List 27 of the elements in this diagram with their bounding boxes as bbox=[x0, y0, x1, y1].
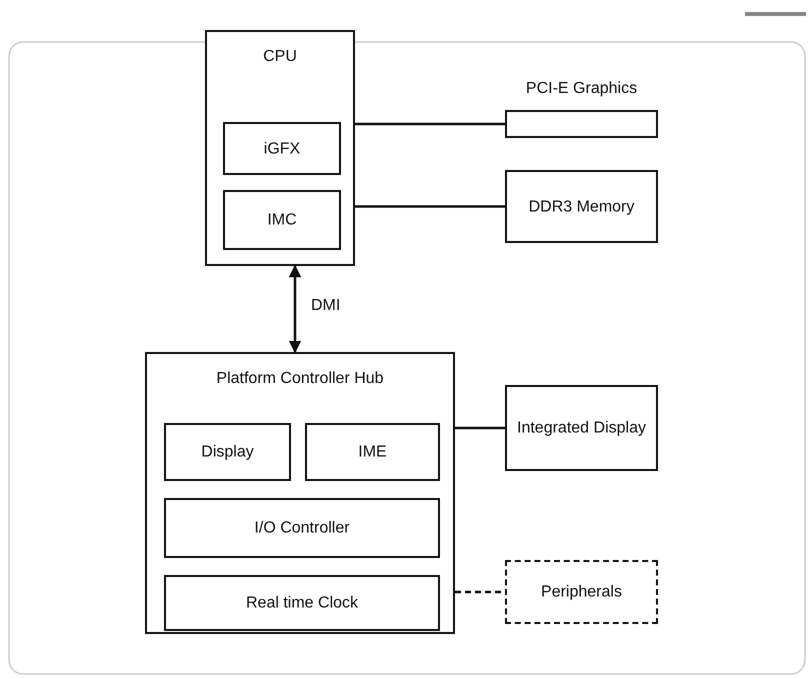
processor-box bbox=[205, 30, 355, 266]
component-box bbox=[505, 560, 658, 624]
controller-hub-box bbox=[145, 352, 455, 634]
component-box bbox=[164, 498, 440, 558]
connector-line bbox=[355, 205, 505, 208]
component-box bbox=[223, 122, 341, 175]
connector-line bbox=[455, 426, 505, 430]
box-label: IME bbox=[357, 442, 388, 462]
connector-line bbox=[355, 122, 505, 126]
box-label: Integrated Display bbox=[516, 418, 647, 438]
component-box bbox=[164, 423, 291, 481]
component-box bbox=[223, 190, 341, 250]
component-box bbox=[505, 385, 658, 471]
box-label: Display bbox=[200, 442, 255, 462]
component-box bbox=[505, 170, 658, 243]
box-label: IMC bbox=[266, 210, 298, 230]
box-label: iGFX bbox=[262, 139, 302, 159]
box-label: DDR3 Memory bbox=[528, 197, 636, 217]
component-box bbox=[164, 575, 440, 631]
box-label: Peripherals bbox=[540, 582, 623, 602]
arrow bbox=[288, 264, 302, 354]
box-label: Real time Clock bbox=[244, 594, 360, 614]
box-title: Platform Controller Hub bbox=[215, 369, 385, 389]
component-box bbox=[305, 423, 440, 481]
box-label: I/O Controller bbox=[253, 518, 351, 538]
box-title: PCI-E Graphics bbox=[524, 79, 638, 99]
box-title: CPU bbox=[262, 47, 298, 67]
